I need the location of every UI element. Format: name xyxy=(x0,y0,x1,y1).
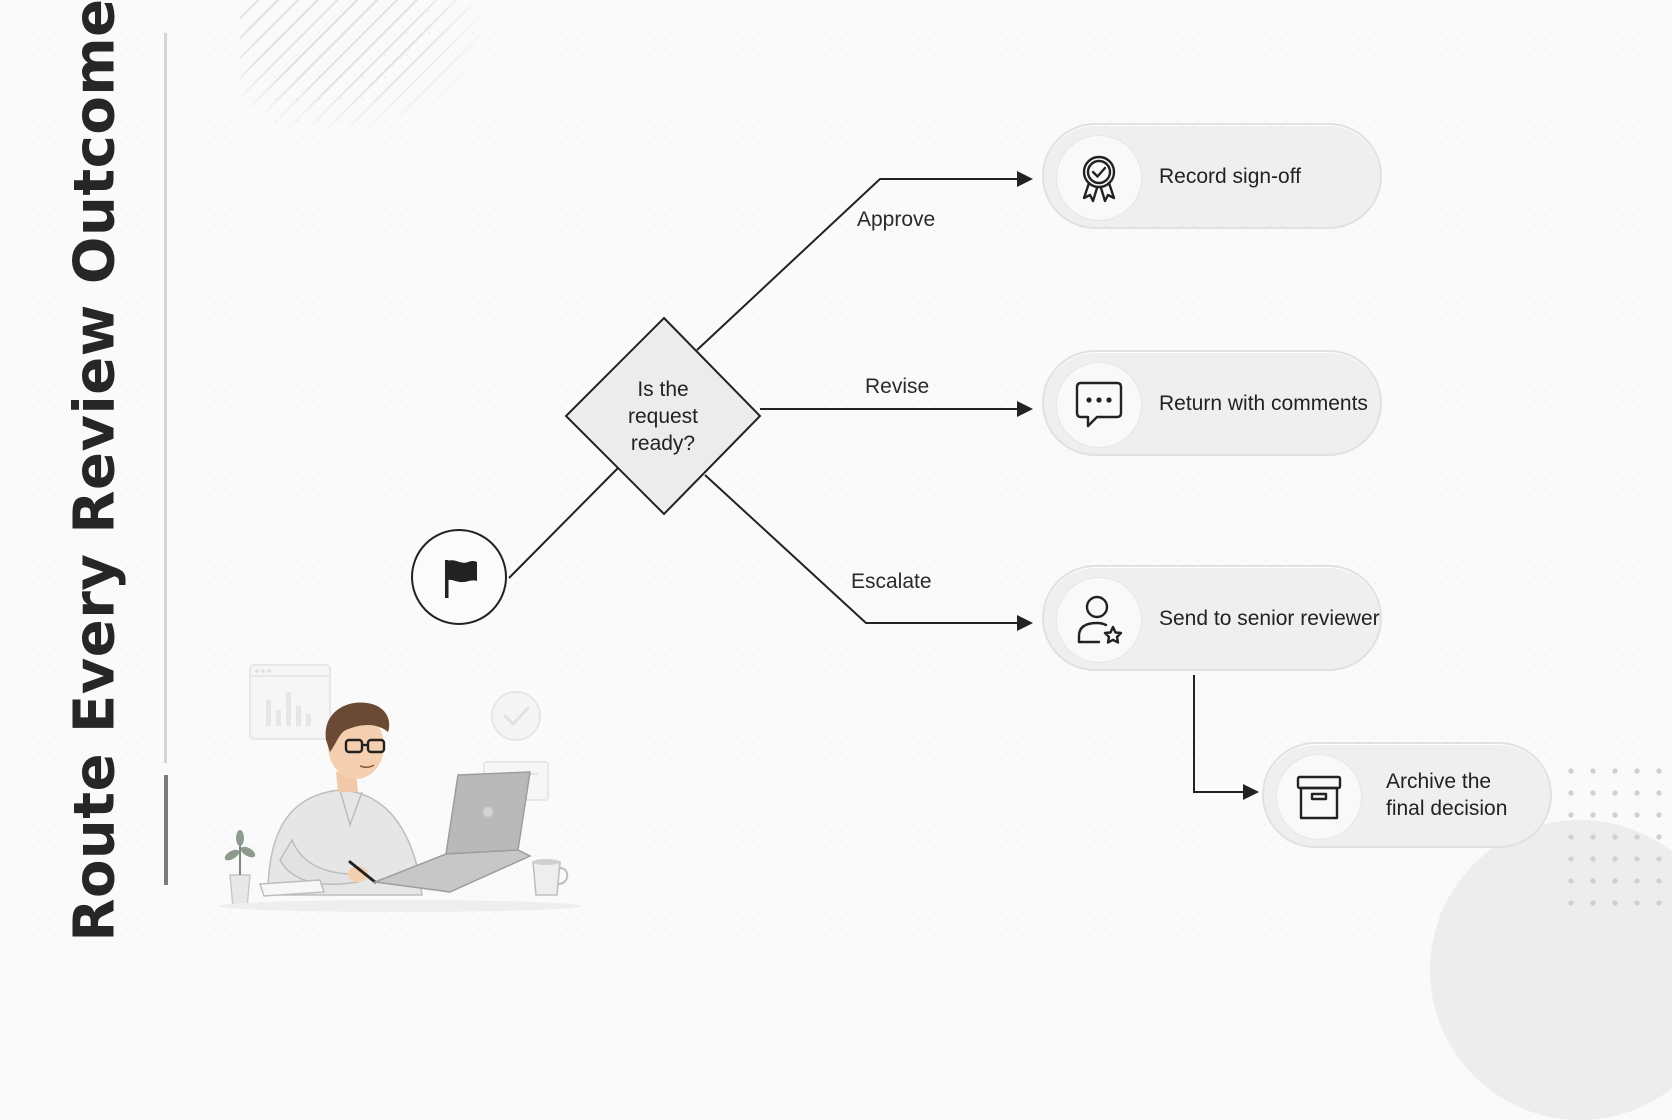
outcome-return-with-comments: Return with comments xyxy=(1042,350,1382,456)
outcome-label: Send to senior reviewer xyxy=(1159,606,1380,630)
user-star-icon xyxy=(1077,595,1123,644)
outcome-record-sign-off: Record sign-off xyxy=(1042,123,1382,229)
outcome-label: Record sign-off xyxy=(1159,164,1302,188)
decorative-hatch xyxy=(240,0,480,130)
decision-question: Is the request ready? xyxy=(593,376,733,457)
title-divider xyxy=(164,33,167,763)
outcome-label-line: Archive the xyxy=(1386,770,1492,793)
start-node xyxy=(411,529,507,625)
outcome-icon-badge xyxy=(1056,362,1142,448)
edge-label-escalate: Escalate xyxy=(851,570,932,593)
outcome-label: Archive the final decision xyxy=(1386,744,1507,846)
connector-to-archive xyxy=(1193,675,1244,793)
arrowhead-archive xyxy=(1243,784,1259,800)
decision-line: Is the xyxy=(637,378,689,401)
speech-bubble-icon xyxy=(1075,381,1123,428)
decision-line: request xyxy=(627,405,699,428)
flow-connectors xyxy=(508,171,1259,800)
connector-start-to-decision xyxy=(508,467,619,579)
outcome-label: Return with comments xyxy=(1159,391,1368,415)
decorative-dot-grid xyxy=(1560,760,1670,910)
outcome-icon-badge xyxy=(1276,754,1362,840)
check-circle-icon xyxy=(491,691,541,741)
edge-label-revise: Revise xyxy=(865,375,930,398)
arrowhead-escalate xyxy=(1017,615,1033,631)
award-badge-icon xyxy=(1082,155,1116,203)
outcome-send-to-senior-reviewer: Send to senior reviewer xyxy=(1042,565,1382,671)
edge-label-approve: Approve xyxy=(857,208,936,231)
outcome-label-line: final decision xyxy=(1386,797,1508,820)
outcome-archive-final-decision: Archive the final decision xyxy=(1262,742,1552,848)
decision-line: ready? xyxy=(630,432,696,455)
outcome-icon-badge xyxy=(1056,135,1142,221)
decision-diamond xyxy=(564,316,762,516)
plant-icon xyxy=(224,830,256,908)
connector-approve xyxy=(696,178,1022,351)
arrowhead-approve xyxy=(1017,171,1033,187)
chart-card-icon xyxy=(249,664,331,740)
connector-escalate xyxy=(704,474,1022,624)
person-at-laptop-illustration xyxy=(220,664,580,912)
coffee-cup-icon xyxy=(532,859,569,896)
outcome-icon-badge xyxy=(1056,577,1142,663)
title-accent-bar xyxy=(164,775,168,885)
flag-icon xyxy=(445,560,477,598)
archive-box-icon xyxy=(1296,775,1342,820)
laptop-icon xyxy=(372,771,532,893)
arrowhead-revise xyxy=(1017,401,1033,417)
